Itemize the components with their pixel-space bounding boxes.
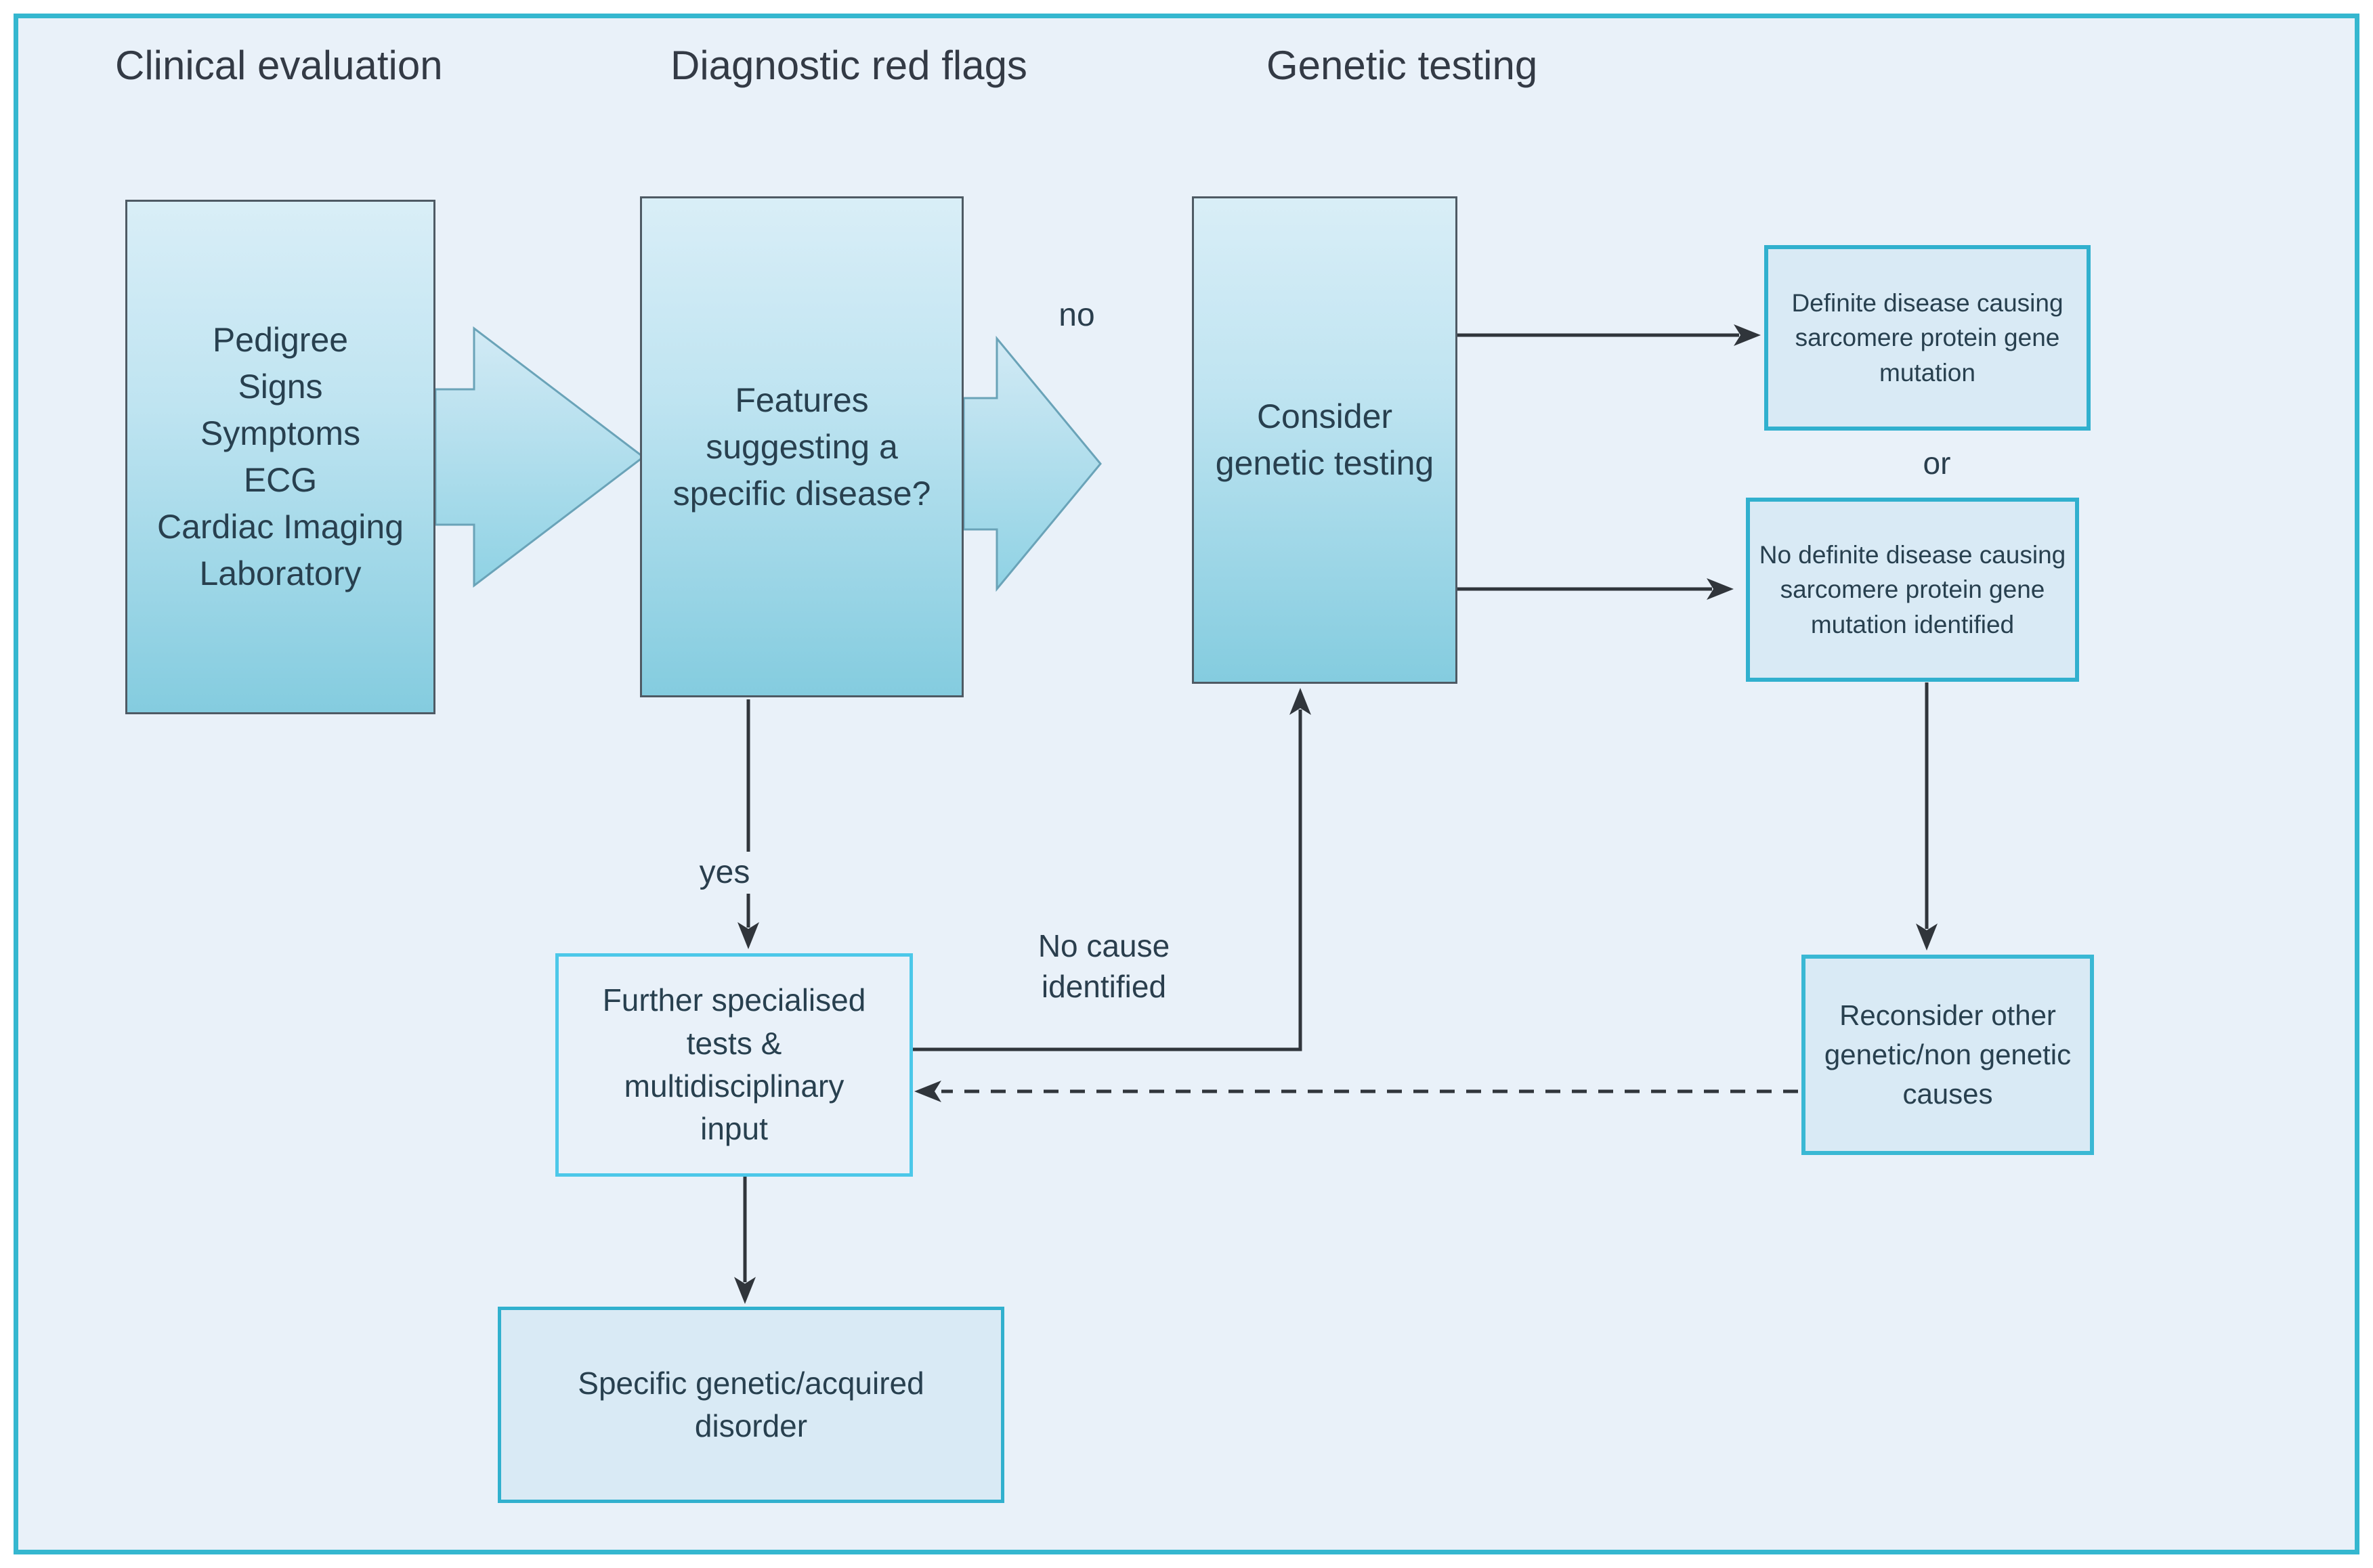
block-arrow-features-to-consider-icon	[962, 335, 1102, 592]
column-header-diagnostic-red-flags: Diagnostic red flags	[670, 43, 1027, 88]
definite-mutation-box-text: Definite disease causing sarcomere prote…	[1791, 289, 2064, 387]
features-question-box: Features suggesting a specific disease?	[640, 196, 964, 697]
column-header-clinical-evaluation: Clinical evaluation	[115, 43, 443, 88]
label-yes: yes	[667, 852, 782, 894]
specific-disorder-box-text: Specific genetic/acquired disorder	[578, 1365, 924, 1443]
column-header-genetic-testing: Genetic testing	[1266, 43, 1538, 88]
arrow-consider-to-definite	[1457, 324, 1761, 346]
label-or: or	[1923, 445, 1951, 481]
reconsider-causes-box: Reconsider other genetic/non genetic cau…	[1801, 955, 2094, 1155]
no-definite-mutation-box: No definite disease causing sarcomere pr…	[1746, 498, 2079, 682]
further-tests-box-text: Further specialised tests & multidiscipl…	[602, 982, 866, 1147]
label-no-cause-identified: No cause identified	[1038, 928, 1170, 1004]
arrow-further-to-specific	[734, 1177, 756, 1304]
specific-disorder-box: Specific genetic/acquired disorder	[498, 1307, 1004, 1503]
block-arrow-clinical-to-features-icon	[434, 326, 645, 588]
clinical-evaluation-box: Pedigree Signs Symptoms ECG Cardiac Imag…	[125, 200, 435, 714]
no-definite-mutation-box-text: No definite disease causing sarcomere pr…	[1759, 541, 2066, 638]
arrow-reconsider-to-further-dashed	[914, 1081, 1798, 1102]
arrow-no-definite-to-reconsider	[1916, 682, 1938, 951]
arrow-consider-to-no-definite	[1457, 578, 1734, 600]
definite-mutation-box: Definite disease causing sarcomere prote…	[1764, 245, 2091, 431]
further-tests-box: Further specialised tests & multidiscipl…	[555, 953, 913, 1177]
label-no: no	[1059, 297, 1095, 333]
arrow-no-cause-to-consider	[913, 688, 1311, 1051]
clinical-evaluation-box-text: Pedigree Signs Symptoms ECG Cardiac Imag…	[156, 321, 404, 592]
reconsider-causes-box-text: Reconsider other genetic/non genetic cau…	[1824, 999, 2072, 1110]
arrow-features-to-further	[737, 699, 759, 949]
consider-genetic-testing-box-text: Consider genetic testing	[1215, 397, 1434, 482]
features-question-box-text: Features suggesting a specific disease?	[672, 380, 931, 513]
consider-genetic-testing-box: Consider genetic testing	[1192, 196, 1457, 684]
